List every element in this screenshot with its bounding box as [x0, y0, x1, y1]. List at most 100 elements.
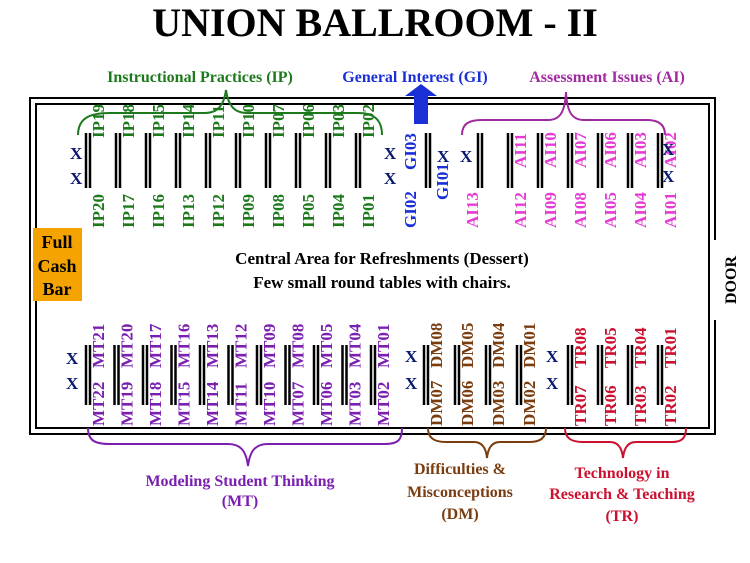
dm-poster: DM08: [427, 323, 446, 368]
mt-poster: MT10: [260, 382, 279, 426]
mt-poster: MT06: [317, 382, 336, 426]
tr-poster: TR05: [601, 327, 620, 368]
ai-poster: AI08: [571, 192, 590, 228]
poster-board: [453, 345, 461, 405]
x-mark: X: [662, 140, 675, 159]
ai-poster: AI01: [661, 192, 680, 228]
poster-board: [476, 133, 484, 188]
poster-board: [484, 345, 492, 405]
ip-poster: IP15: [149, 104, 168, 138]
poster-board: [284, 345, 291, 405]
poster-board: [424, 133, 432, 188]
dm-poster: DM01: [520, 323, 539, 368]
ip-poster: IP09: [239, 194, 258, 228]
ai-poster: AI09: [541, 192, 560, 228]
dm-poster: DM04: [489, 322, 508, 368]
category-dm-label-2: Misconceptions: [407, 484, 513, 501]
tr-poster: TR07: [571, 385, 590, 426]
ai-poster: AI07: [571, 132, 590, 168]
x-mark: X: [66, 349, 79, 368]
x-mark: X: [546, 347, 559, 366]
category-tr-label-2: Research & Teaching: [549, 486, 694, 503]
poster-board: [113, 345, 120, 405]
ip-poster: IP04: [329, 194, 348, 229]
x-mark: X: [384, 169, 397, 188]
mt-poster: MT11: [232, 383, 251, 426]
gi-poster: GI03: [401, 133, 420, 170]
dm-brace: [427, 427, 547, 459]
poster-board: [114, 133, 122, 188]
ip-poster: IP03: [329, 104, 348, 138]
mt-poster: MT15: [175, 382, 194, 426]
ai-poster: AI11: [511, 133, 530, 168]
x-mark: X: [384, 144, 397, 163]
poster-board: [422, 345, 430, 405]
ai-poster: AI12: [511, 192, 530, 228]
cash-bar-label-1: Full: [41, 232, 72, 252]
ip-poster: IP19: [89, 104, 108, 138]
poster-board: [255, 345, 263, 405]
mt-brace: [87, 427, 403, 467]
mt-poster: MT18: [146, 382, 165, 426]
ip-poster: IP18: [119, 104, 138, 138]
category-tr-label-3: (TR): [606, 508, 639, 525]
ip-poster: IP08: [269, 194, 288, 228]
poster-board: [170, 345, 177, 405]
category-ai-label: Assessment Issues (AI): [529, 69, 685, 86]
poster-board: [626, 345, 634, 405]
x-mark: X: [70, 169, 83, 188]
mt-poster: MT17: [146, 323, 165, 368]
poster-board: [234, 133, 242, 188]
mt-poster: MT09: [260, 324, 279, 368]
mt-poster: MT05: [317, 324, 336, 368]
mt-poster: MT03: [346, 382, 365, 426]
dm-poster: DM03: [489, 381, 508, 426]
mt-poster: MT04: [346, 323, 365, 368]
dm-poster: DM07: [427, 380, 446, 426]
ip-poster: IP14: [179, 104, 198, 139]
ai-poster: AI03: [631, 132, 650, 168]
poster-board: [312, 345, 320, 405]
poster-board: [626, 133, 634, 188]
poster-board: [141, 345, 149, 405]
gi-poster: GI01: [433, 163, 452, 200]
poster-board: [656, 133, 664, 188]
cash-bar: Full Cash Bar: [33, 228, 82, 301]
ai-brace: [461, 91, 666, 136]
ip-poster: IP07: [269, 104, 288, 139]
ip-poster: IP13: [179, 194, 198, 228]
mt-poster: MT20: [118, 324, 137, 368]
poster-board: [596, 345, 604, 405]
poster-board: [354, 133, 362, 188]
ip-poster: IP20: [89, 194, 108, 228]
door-label: DOOR: [723, 256, 740, 304]
ip-poster: IP05: [299, 194, 318, 228]
poster-board: [174, 133, 182, 188]
mt-poster: MT19: [118, 382, 137, 426]
x-mark: X: [460, 147, 473, 166]
tr-poster: TR04: [631, 327, 650, 368]
mt-poster: MT13: [203, 324, 222, 368]
poster-board: [144, 133, 152, 188]
mt-poster: MT01: [374, 324, 393, 368]
ai-poster: AI02: [661, 132, 680, 168]
poster-layer: XXIP20IP19IP17IP18IP16IP15IP13IP14IP12IP…: [66, 104, 680, 427]
poster-board: [84, 345, 92, 405]
mt-poster: MT22: [89, 382, 108, 426]
tr-poster: TR01: [661, 327, 680, 368]
x-mark: X: [66, 374, 79, 393]
ai-poster: AI06: [601, 132, 620, 168]
page-title: UNION BALLROOM - II: [152, 0, 598, 45]
poster-board: [341, 345, 348, 405]
central-area-line-2: Few small round tables with chairs.: [253, 273, 511, 292]
x-mark: X: [437, 147, 450, 166]
mt-poster: MT12: [232, 324, 251, 368]
gi-poster: GI02: [401, 191, 420, 228]
cash-bar-label-3: Bar: [43, 279, 72, 299]
category-mt-label-1: Modeling Student Thinking: [145, 473, 334, 490]
ip-brace: [77, 89, 383, 136]
poster-board: [294, 133, 302, 188]
mt-poster: MT16: [175, 324, 194, 368]
poster-board: [506, 133, 514, 188]
tr-poster: TR08: [571, 327, 590, 368]
